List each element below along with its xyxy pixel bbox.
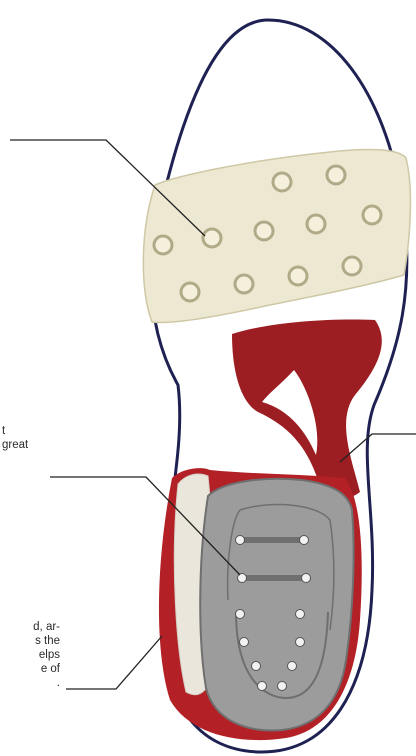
caption-heel-cushion: t great — [2, 424, 72, 452]
pin-dot-icon — [296, 610, 305, 619]
pin-dot-icon — [236, 536, 245, 545]
circle-stud-icon — [181, 283, 199, 301]
caption-heel-counter: d, ar- s the elps e of . — [2, 620, 60, 690]
circle-stud-icon — [255, 222, 273, 240]
circle-stud-icon — [154, 236, 172, 254]
pin-dot-icon — [238, 574, 247, 583]
pin-dot-icon — [258, 682, 267, 691]
pin-dot-icon — [236, 610, 245, 619]
circle-stud-icon — [363, 206, 381, 224]
pin-dot-icon — [288, 662, 297, 671]
circle-stud-icon — [273, 173, 291, 191]
pin-dot-icon — [302, 574, 311, 583]
circle-stud-icon — [203, 229, 221, 247]
pin-dot-icon — [240, 638, 249, 647]
pin-dot-icon — [296, 638, 305, 647]
pin-dot-icon — [252, 662, 261, 671]
heel-pad-shape — [200, 479, 353, 731]
leader-line-heel-counter — [66, 636, 162, 689]
circle-stud-icon — [307, 215, 325, 233]
circle-stud-icon — [289, 267, 307, 285]
circle-stud-icon — [327, 166, 345, 184]
heel-pad — [200, 479, 353, 731]
pin-dot-icon — [300, 536, 309, 545]
circle-stud-icon — [235, 275, 253, 293]
pin-dot-icon — [278, 682, 287, 691]
circle-stud-icon — [343, 257, 361, 275]
